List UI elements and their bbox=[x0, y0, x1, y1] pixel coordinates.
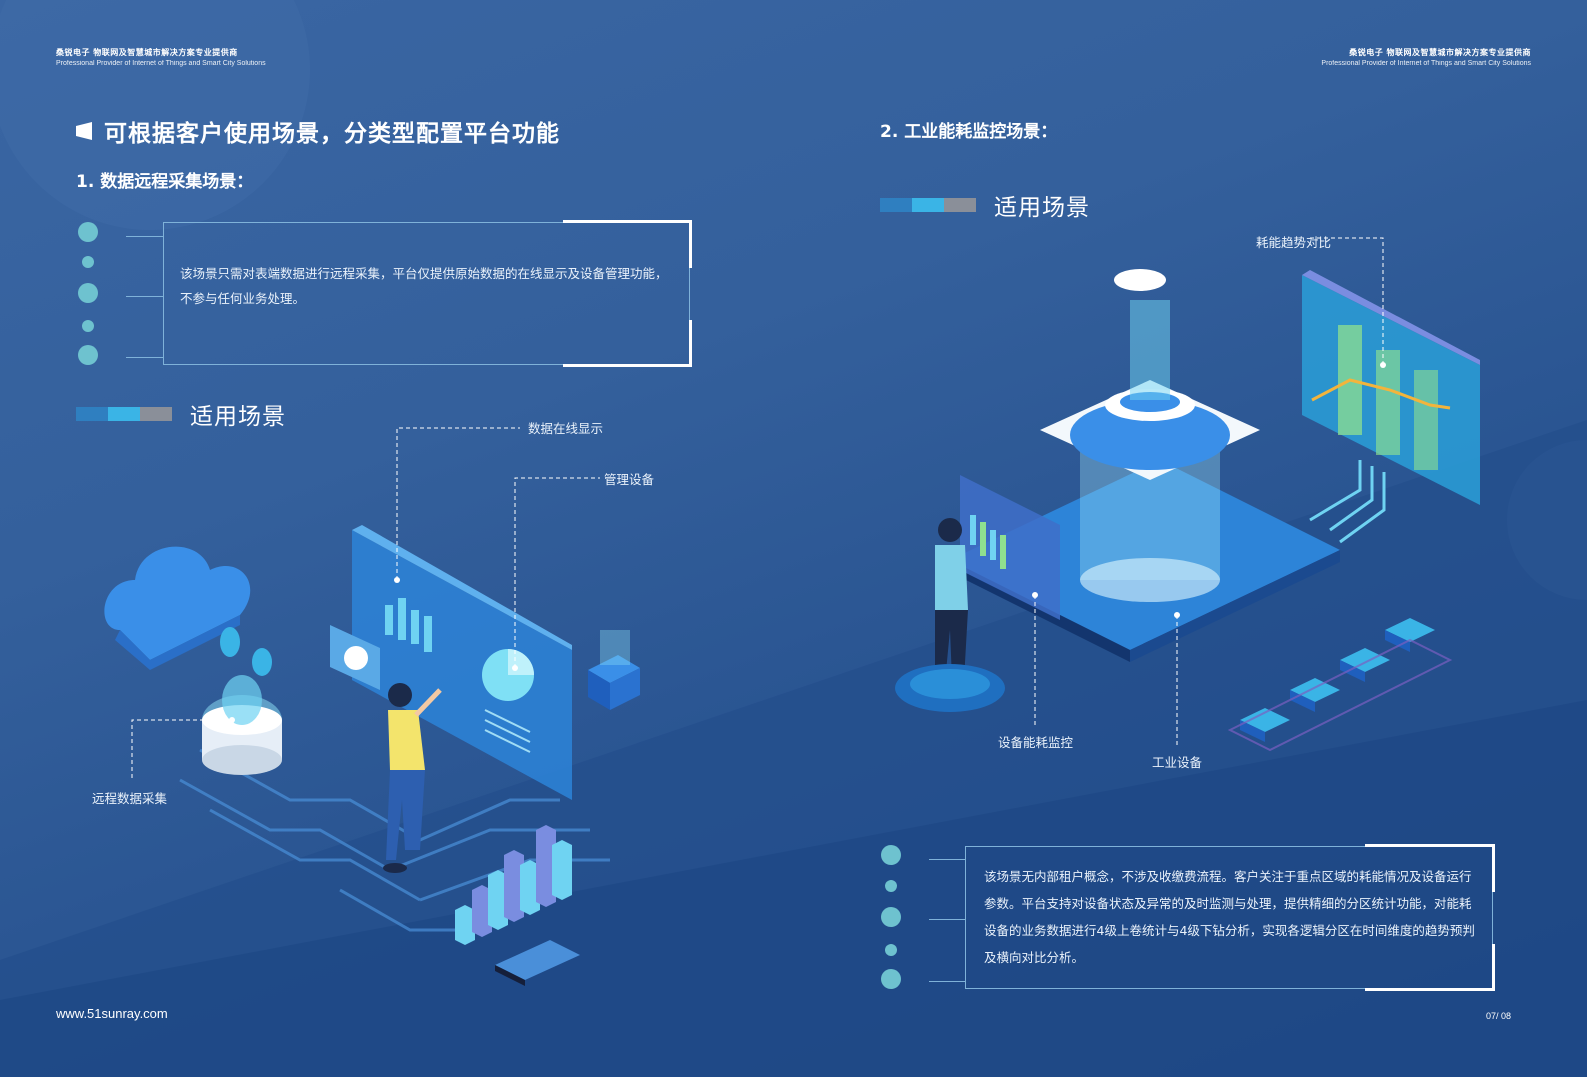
right-scene-title-text: 适用场景 bbox=[994, 195, 1090, 221]
left-scene-title: 适用场景 bbox=[76, 397, 286, 431]
trend-screen bbox=[1302, 270, 1480, 544]
label-remote-collect: 远程数据采集 bbox=[92, 791, 168, 806]
box-dot bbox=[82, 256, 94, 268]
box-corner bbox=[1365, 944, 1495, 991]
right-description-text: 该场景无内部租户概念，不涉及收缴费流程。客户关注于重点区域的耗能情况及设备运行参… bbox=[984, 869, 1475, 965]
box-connector bbox=[929, 859, 965, 860]
right-description-box: 该场景无内部租户概念，不涉及收缴费流程。客户关注于重点区域的耗能情况及设备运行参… bbox=[965, 846, 1493, 989]
header-left-en: Professional Provider of Internet of Thi… bbox=[56, 60, 266, 67]
server-stacks bbox=[1227, 618, 1453, 752]
header-right-cn: 桑锐电子 物联网及智慧城市解决方案专业提供商 bbox=[1349, 48, 1531, 57]
left-subtitle: 1. 数据远程采集场景： bbox=[76, 172, 254, 192]
page-title: 可根据客户使用场景，分类型配置平台功能 bbox=[76, 114, 560, 148]
box-connector bbox=[126, 357, 163, 358]
right-subtitle: 2. 工业能耗监控场景： bbox=[880, 122, 1058, 142]
box-corner bbox=[563, 220, 692, 268]
header-left-cn: 桑锐电子 物联网及智慧城市解决方案专业提供商 bbox=[56, 48, 238, 57]
left-scene-title-text: 适用场景 bbox=[190, 404, 286, 430]
left-description-box: 该场景只需对表端数据进行远程采集，平台仅提供原始数据的在线显示及设备管理功能，不… bbox=[163, 222, 690, 365]
label-trend-compare: 耗能趋势对比 bbox=[1256, 235, 1332, 250]
collector-device bbox=[202, 675, 282, 775]
box-dot bbox=[881, 969, 901, 989]
chat-bubble-icon bbox=[330, 625, 380, 690]
box-dot bbox=[881, 845, 901, 865]
page-number: 07/ 08 bbox=[1485, 1011, 1511, 1021]
flag-icon bbox=[76, 122, 92, 140]
central-platform bbox=[950, 269, 1340, 662]
box-dot bbox=[881, 907, 901, 927]
scene-color-bars bbox=[76, 407, 172, 421]
box-dot bbox=[78, 222, 98, 242]
header-right-en: Professional Provider of Internet of Thi… bbox=[1321, 60, 1531, 67]
right-scene-title: 适用场景 bbox=[880, 188, 1090, 222]
header-left: 桑锐电子 物联网及智慧城市解决方案专业提供商 Professional Prov… bbox=[56, 47, 266, 67]
cloud-icon bbox=[104, 546, 251, 670]
data-collection-illustration bbox=[104, 427, 640, 986]
box-dot bbox=[82, 320, 94, 332]
box-corner bbox=[563, 320, 692, 367]
label-device-monitor: 设备能耗监控 bbox=[998, 735, 1074, 750]
sensor-cube bbox=[588, 630, 640, 710]
person-figure bbox=[383, 683, 442, 873]
header-right: 桑锐电子 物联网及智慧城市解决方案专业提供商 Professional Prov… bbox=[1321, 47, 1531, 67]
box-dot bbox=[885, 944, 897, 956]
label-online-display: 数据在线显示 bbox=[528, 421, 604, 436]
box-connector bbox=[126, 296, 163, 297]
box-dot bbox=[885, 880, 897, 892]
page-title-text: 可根据客户使用场景，分类型配置平台功能 bbox=[104, 121, 560, 147]
left-description-text: 该场景只需对表端数据进行远程采集，平台仅提供原始数据的在线显示及设备管理功能，不… bbox=[180, 266, 668, 306]
label-manage-device: 管理设备 bbox=[604, 472, 655, 487]
energy-monitoring-illustration bbox=[895, 237, 1480, 752]
box-connector bbox=[929, 919, 965, 920]
dashboard-screen bbox=[352, 525, 572, 800]
footer-website[interactable]: www.51sunray.com bbox=[56, 1006, 168, 1021]
box-connector bbox=[929, 981, 965, 982]
left-monitor-screen bbox=[960, 475, 1060, 620]
box-corner bbox=[1365, 844, 1495, 892]
engineer-figure bbox=[895, 518, 1005, 712]
box-dot bbox=[78, 345, 98, 365]
iso-bar-chart bbox=[455, 825, 580, 986]
box-dot bbox=[78, 283, 98, 303]
label-industrial-device: 工业设备 bbox=[1152, 755, 1203, 770]
scene-color-bars bbox=[880, 198, 976, 212]
box-connector bbox=[126, 236, 163, 237]
